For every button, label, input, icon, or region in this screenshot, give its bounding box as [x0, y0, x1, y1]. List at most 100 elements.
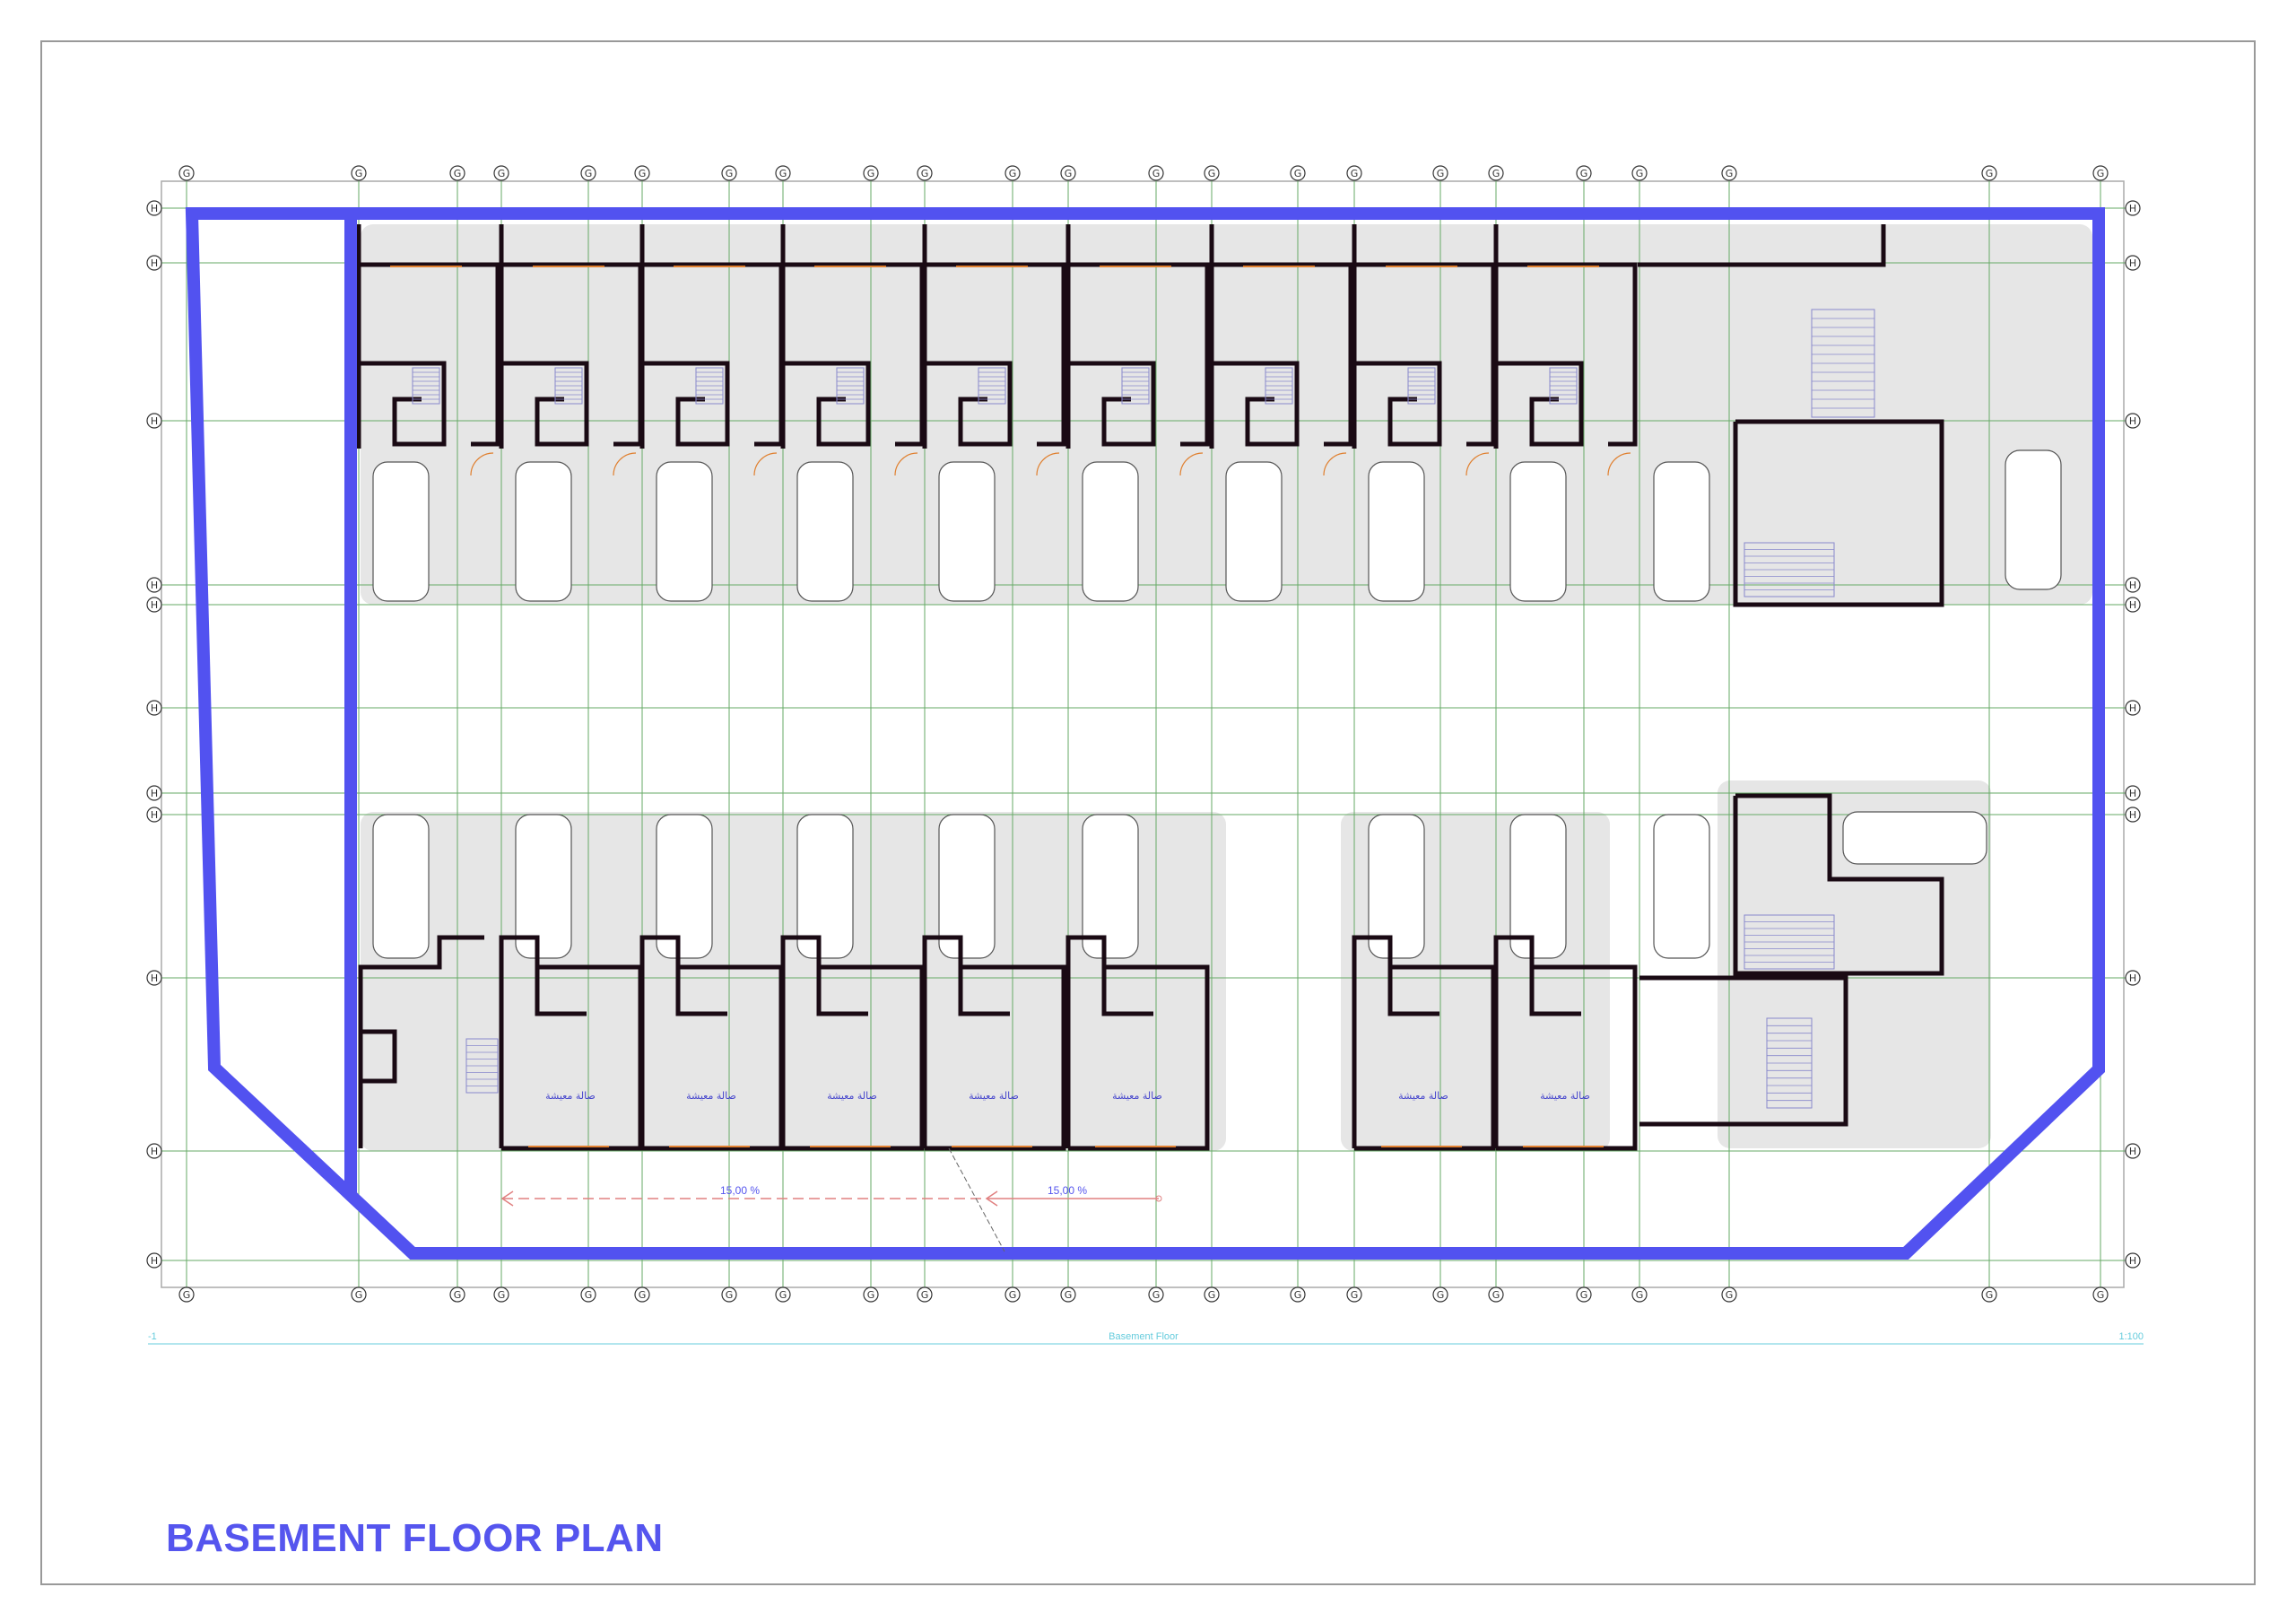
- grid-bubble: [634, 1286, 650, 1303]
- grid-bubble-tag: G: [639, 168, 647, 179]
- grid-bubble-tag: G: [1986, 1289, 1994, 1301]
- room-label-living: صالة معيشة: [827, 1090, 877, 1102]
- service-room-wall-bottom: [1733, 793, 1944, 976]
- grid-bubble: [146, 970, 162, 986]
- grid-bubble-tag: G: [921, 1289, 929, 1301]
- car-icon: [372, 814, 430, 959]
- unit-wall-core: [642, 361, 730, 447]
- grid-bubble: [351, 165, 367, 181]
- grid-bubble-tag: H: [2129, 972, 2136, 984]
- grid-bubble: [146, 807, 162, 823]
- grid-bubble: [1981, 1286, 1997, 1303]
- stairs: [412, 309, 1875, 1109]
- grid-bubble: [146, 200, 162, 216]
- grid-bubble: [1290, 165, 1306, 181]
- ramp-end-marker: [1155, 1195, 1162, 1202]
- car-icon: [938, 461, 996, 602]
- grid-bubble: [1721, 1286, 1737, 1303]
- grid-bubble-tag: H: [151, 203, 158, 214]
- grid-bubble: [2125, 807, 2141, 823]
- grid-bubble: [2125, 785, 2141, 801]
- unit-wall-core: [1354, 361, 1442, 447]
- shaft-wall: [361, 1029, 397, 1084]
- car-icon: [796, 461, 854, 602]
- grid-bubble-tag: G: [1065, 168, 1073, 179]
- grid-bubble: [1148, 1286, 1164, 1303]
- car-icon: [1082, 814, 1139, 959]
- grid-bubble: [178, 1286, 195, 1303]
- grid-bubble: [1060, 1286, 1076, 1303]
- grid-bubble-tag: H: [2129, 415, 2136, 427]
- drawing-frame: [161, 180, 2125, 1288]
- car-icon: [1842, 811, 1987, 865]
- car-icon: [515, 814, 572, 959]
- room-label-living: صالة معيشة: [686, 1090, 736, 1102]
- unit-wall-core: [501, 361, 589, 447]
- car-icon: [372, 461, 430, 602]
- fill-area: [1339, 224, 2092, 605]
- grid-bubble: [1204, 165, 1220, 181]
- unit-wall-core: [535, 967, 587, 1016]
- grid-bubble: [2125, 700, 2141, 716]
- grid-bubble-tag: H: [151, 1146, 158, 1157]
- grid-bubble-tag: G: [779, 168, 787, 179]
- car-icon: [1225, 461, 1283, 602]
- unit-wall-core: [783, 361, 871, 447]
- grid-bubble-tag: G: [183, 168, 191, 179]
- grid-bubble: [146, 1143, 162, 1159]
- grid-bubble: [146, 1252, 162, 1269]
- grid-bubble-tag: G: [498, 168, 506, 179]
- grid-bubble-tag: G: [454, 1289, 462, 1301]
- grid-bubble: [1060, 165, 1076, 181]
- grid-bubble: [2092, 1286, 2109, 1303]
- room-label-living: صالة معيشة: [969, 1090, 1019, 1102]
- grid-bubble-tag: G: [498, 1289, 506, 1301]
- grid-bubble: [449, 165, 465, 181]
- car-icon: [1368, 814, 1425, 959]
- grid-bubble-tag: H: [2129, 702, 2136, 714]
- unit-wall-top: [925, 262, 1066, 447]
- grid-bubble-tag: G: [183, 1289, 191, 1301]
- car-icon: [1653, 461, 1710, 602]
- unit-wall-core: [816, 967, 868, 1016]
- grid-bubble-tag: G: [1065, 1289, 1073, 1301]
- stair-core-wall-bottom: [1639, 975, 1848, 1127]
- unit-wall-core: [958, 967, 1010, 1016]
- grid-bubble-tag: G: [867, 168, 875, 179]
- grid-bubble: [775, 1286, 791, 1303]
- unit-wall-core: [1529, 967, 1581, 1016]
- grid-bubble: [1981, 165, 1997, 181]
- grid-bubble: [146, 255, 162, 271]
- grid-bubble: [146, 577, 162, 593]
- grid-bubble: [2125, 1252, 2141, 1269]
- grid-bubble: [634, 165, 650, 181]
- unit-wall-core: [1101, 967, 1153, 1016]
- grid-bubble: [351, 1286, 367, 1303]
- room-label-living: صالة معيشة: [1540, 1090, 1590, 1102]
- grid-bubble-tag: G: [726, 168, 734, 179]
- grid-bubble: [1488, 165, 1504, 181]
- view-scale: 1:100: [2118, 1331, 2144, 1342]
- unit-wall-core: [1496, 361, 1584, 447]
- grid-bubble: [493, 1286, 509, 1303]
- car-icon: [1082, 461, 1139, 602]
- room-labels: صالة معيشة صالة معيشة صالة معيشة صالة معيشة…: [545, 1090, 1590, 1102]
- grid-bubble-tag: H: [151, 1255, 158, 1267]
- ramp-slope-label-right: 15,00 %: [1048, 1184, 1087, 1197]
- unit-walls: [356, 224, 1944, 1151]
- car-icon: [796, 814, 854, 959]
- grid-bubble-tag: G: [1437, 1289, 1445, 1301]
- unit-wall-core: [675, 967, 727, 1016]
- car-icon: [1653, 814, 1710, 959]
- grid-bubble: [1631, 1286, 1648, 1303]
- grid-bubble-tag: H: [2129, 257, 2136, 269]
- grid-bubble: [2125, 970, 2141, 986]
- grid-bubble-tag: G: [779, 1289, 787, 1301]
- basement-boundary-wall: [185, 207, 2105, 1260]
- grid-bubble-tag: H: [2129, 1255, 2136, 1267]
- grid-bubble: [146, 785, 162, 801]
- car-icon: [515, 461, 572, 602]
- grid-bubble-tag: G: [2097, 1289, 2105, 1301]
- service-room-wall: [1733, 419, 1944, 607]
- grid-bubble: [1576, 1286, 1592, 1303]
